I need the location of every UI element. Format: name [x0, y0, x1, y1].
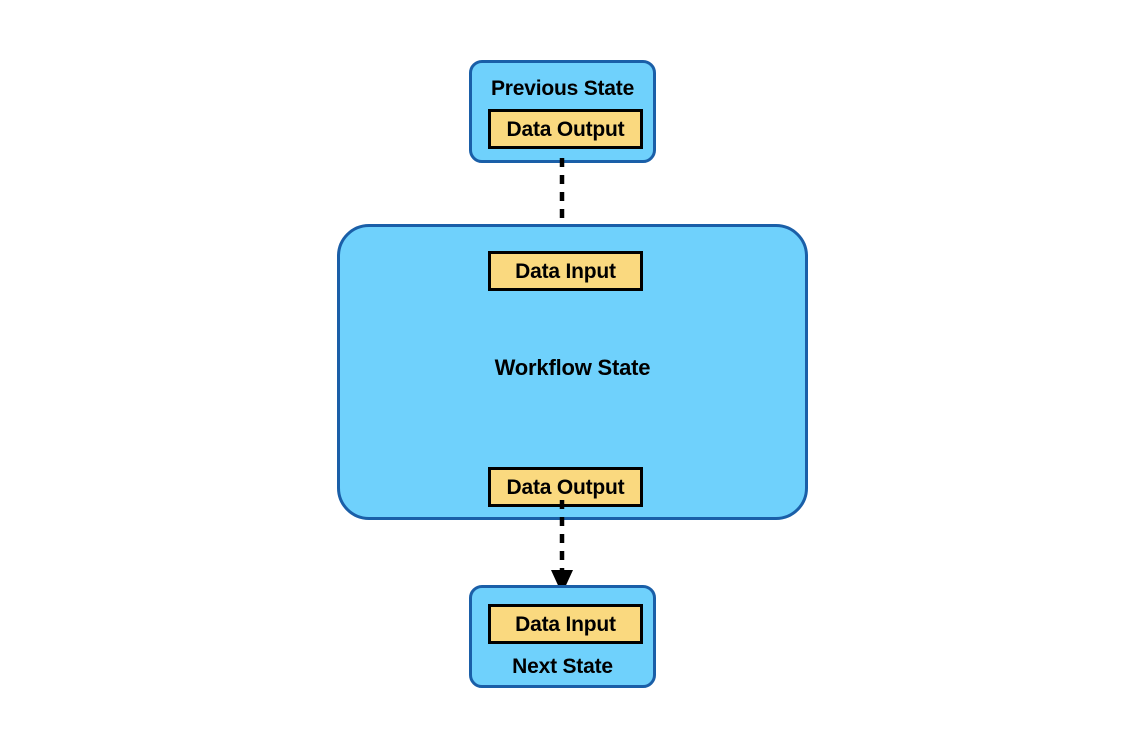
- node-workflow-state[interactable]: Data Input Workflow State Data Output: [337, 224, 808, 520]
- port-workflow-state-data-input[interactable]: Data Input: [488, 251, 643, 291]
- node-next-state-label: Next State: [512, 655, 613, 678]
- node-previous-state-label: Previous State: [490, 77, 635, 100]
- node-previous-state[interactable]: Previous State Data Output: [469, 60, 656, 163]
- node-next-state[interactable]: Data Input Next State: [469, 585, 656, 688]
- port-workflow-state-data-output[interactable]: Data Output: [488, 467, 643, 507]
- node-workflow-state-label: Workflow State: [494, 355, 651, 380]
- port-next-state-data-input[interactable]: Data Input: [488, 604, 643, 644]
- port-previous-state-data-output[interactable]: Data Output: [488, 109, 643, 149]
